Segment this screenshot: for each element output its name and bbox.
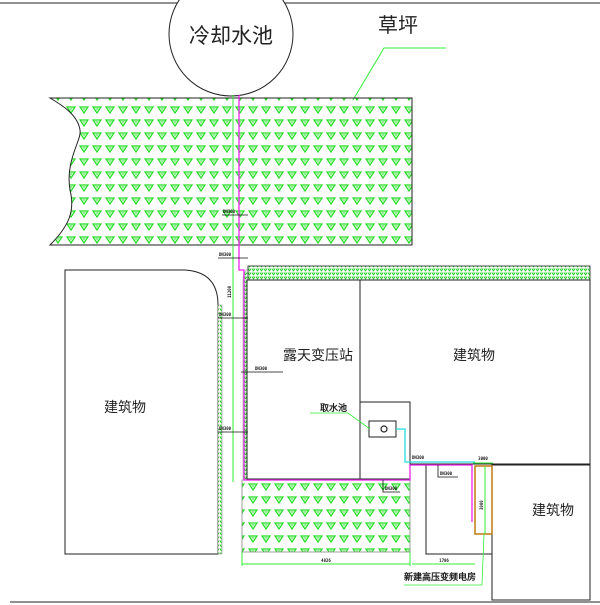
svg-text:DN300: DN300 [440,471,453,476]
pipe-tag: DN300 [218,312,248,319]
svg-text:DN300: DN300 [219,426,232,431]
pipe-tag: DN300 [218,252,248,259]
building-middle-outline [425,465,492,555]
new-room-leader [404,533,485,586]
svg-text:DN300: DN300 [385,486,398,491]
outdoor-substation-area [246,279,361,480]
building-left-label: 建筑物 [104,400,146,416]
svg-text:DN300: DN300 [219,312,232,317]
building-right-bottom [491,464,591,601]
dim-bottom-value: 4826 [321,558,331,563]
pipe-tag: DN300 [412,455,425,460]
pipe-tag: DN300 [437,465,458,478]
pipe-magenta [238,95,473,522]
building-right-bottom-label: 建筑物 [532,503,574,519]
building-right-top-label: 建筑物 [453,348,495,364]
pipe-tag: DN300 [222,209,248,216]
grass-area-bottom [241,479,411,553]
svg-text:DN300: DN300 [412,455,425,460]
new-hv-vfd-room [474,465,493,535]
grass-strip-left [217,304,223,555]
dim-room-height-value: 3000 [479,500,484,510]
lawn-label: 草坪 [378,13,418,37]
water-pump-icon [380,425,388,433]
dim-vertical-main-value: 11200 [227,285,232,298]
water-intake-label: 取水池 [320,402,347,414]
grass-strip-top-right [247,265,591,281]
water-intake-enclosure [359,401,411,480]
cooling-pool-circle [168,0,294,97]
water-intake-box [368,420,397,438]
pipe-cyan [396,428,475,463]
pipe-tag: DN300 [241,366,283,373]
lawn-leader-line [352,47,446,101]
water-intake-leader [310,412,371,430]
svg-text:DN300: DN300 [255,366,268,371]
grass-area-top [48,97,413,246]
svg-text:DN300: DN300 [219,252,232,257]
new-hv-vfd-room-label: 新建高压变频电房 [404,571,476,583]
pipe-tag: DN300 [382,480,400,493]
pipe-tag: DN300 [218,426,248,433]
svg-text:DN300: DN300 [223,209,236,214]
dim-room-value: 1786 [439,558,449,563]
cooling-pool-label: 冷却水池 [189,24,273,48]
dim-room-top-value: 3000 [478,456,488,461]
outdoor-substation-label: 露天变压站 [283,348,353,364]
